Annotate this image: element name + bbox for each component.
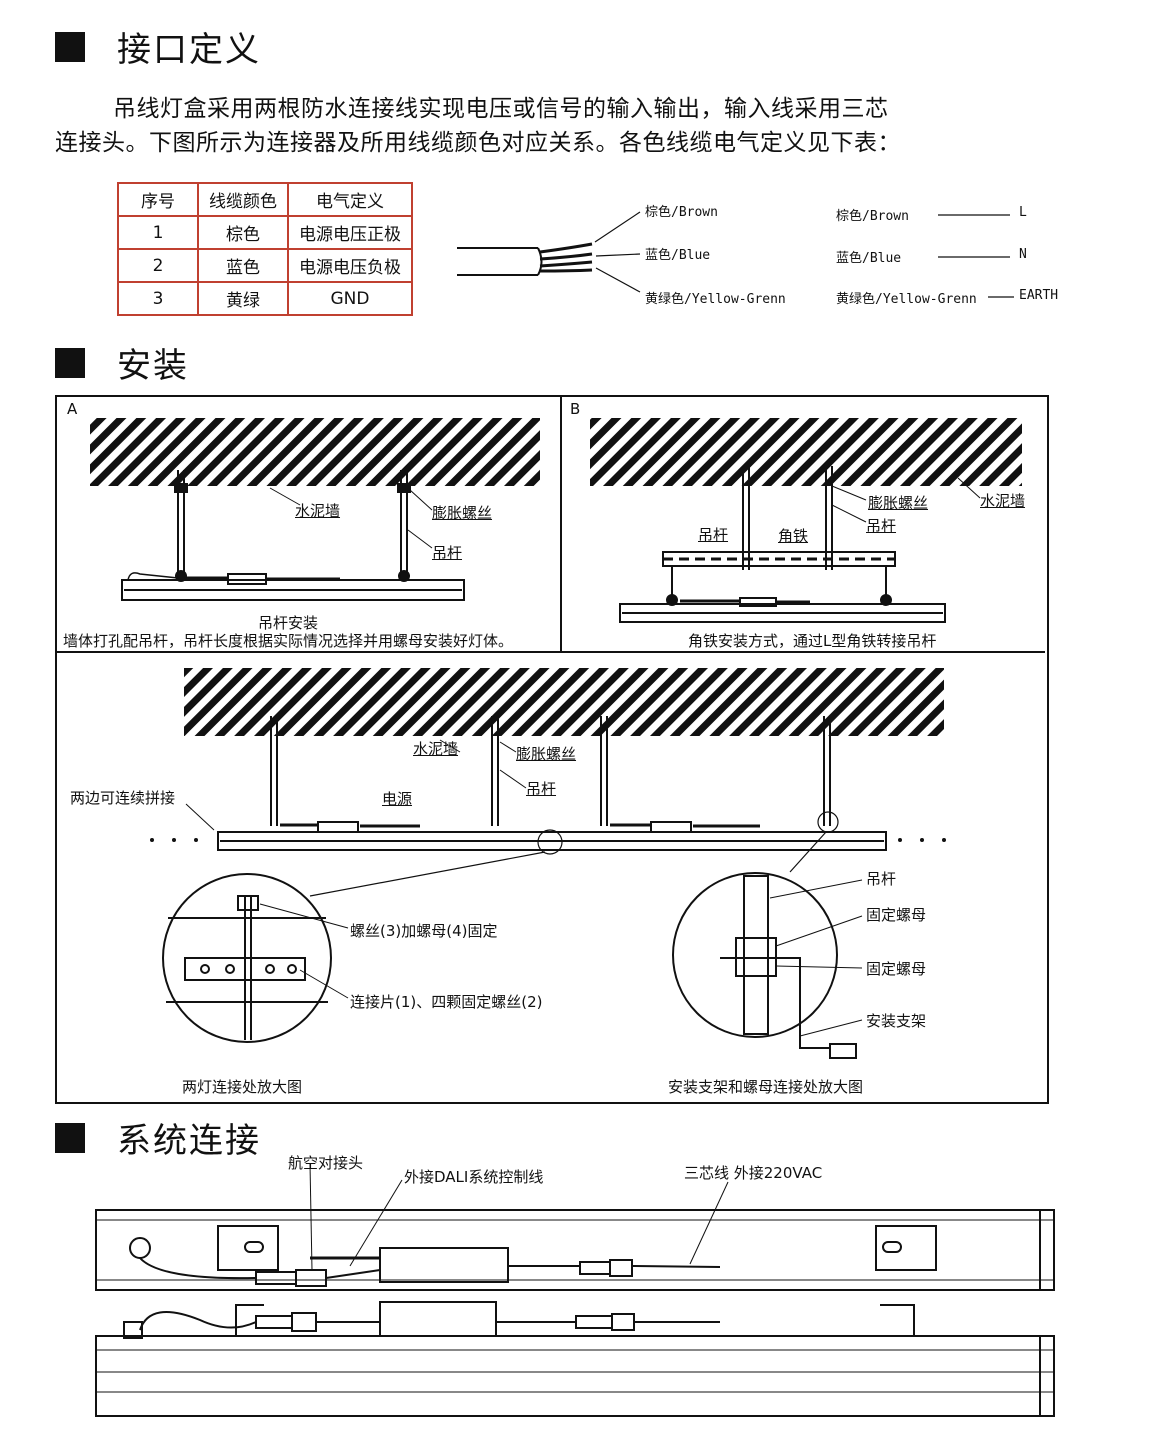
intro-line: 连接头。下图所示为连接器及所用线缆颜色对应关系。各色线缆电气定义见下表：	[55, 130, 901, 156]
section-title: 接口定义	[117, 30, 261, 70]
table-header-cell: 线缆颜色	[197, 182, 289, 217]
panel-b-frame	[562, 395, 1045, 653]
panel-caption: 墙体打孔配吊杆，吊杆长度根据实际情况选择并用螺母安装好灯体。	[63, 632, 514, 650]
table-cell: 2	[117, 248, 199, 283]
table-cell: 蓝色	[197, 248, 289, 283]
table-cell: 电源电压负极	[287, 248, 413, 283]
section-system-heading: 系统连接	[55, 1113, 261, 1162]
bullet-square-icon	[55, 31, 85, 62]
install-frame	[55, 395, 1049, 1104]
plate-label: 连接片(1)、四颗固定螺丝(2)	[350, 993, 543, 1011]
table-row: 2 蓝色 电源电压负极	[117, 248, 413, 283]
system-fixture-bottom	[95, 1301, 1055, 1417]
table-cell: GND	[287, 281, 413, 316]
table-cell: 棕色	[197, 215, 289, 250]
splice-label: 两边可连续拼接	[70, 789, 176, 807]
bolt-label: 膨胀螺丝	[432, 504, 493, 522]
cable-illustration	[457, 211, 1014, 298]
section-title: 安装	[117, 346, 189, 386]
screw-label: 螺丝(3)加螺母(4)固定	[350, 922, 498, 940]
bullet-square-icon	[55, 347, 85, 378]
wall-label: 水泥墙	[980, 492, 1026, 510]
mains-line-label: 三芯线 外接220VAC	[684, 1164, 823, 1182]
table-row: 1 棕色 电源电压正极	[117, 215, 413, 250]
rod-label: 吊杆	[866, 517, 897, 535]
table-cell: 电源电压正极	[287, 215, 413, 250]
section-install-heading: 安装	[55, 338, 189, 387]
panel-letter: A	[67, 400, 78, 418]
wire-label: 蓝色/Blue	[645, 248, 711, 263]
rod-label: 吊杆	[698, 526, 729, 544]
panel-letter: B	[570, 400, 581, 418]
intro-paragraph: 吊线灯盒采用两根防水连接线实现电压或信号的输入输出，输入线采用三芯 连接头。下图…	[55, 92, 1115, 160]
table-cell: 黄绿	[197, 281, 289, 316]
detail-caption: 安装支架和螺母连接处放大图	[668, 1078, 864, 1096]
rod-label: 吊杆	[432, 544, 463, 562]
table-cell: 3	[117, 281, 199, 316]
rod-label: 吊杆	[526, 780, 557, 798]
dali-line-label: 外接DALI系统控制线	[404, 1168, 544, 1186]
bracket-label: 安装支架	[866, 1012, 927, 1030]
mapping-wire: 黄绿色/Yellow-Grenn	[836, 292, 977, 307]
rod-label: 吊杆	[866, 870, 897, 888]
table-header-row: 序号 线缆颜色 电气定义	[117, 182, 413, 217]
angle-iron-label: 角铁	[778, 527, 809, 545]
mapping-signal: L	[1019, 205, 1027, 220]
panel-caption: 角铁安装方式，通过L型角铁转接吊杆	[688, 632, 937, 650]
intro-line: 吊线灯盒采用两根防水连接线实现电压或信号的输入输出，输入线采用三芯	[113, 96, 889, 122]
aviation-connector-label: 航空对接头	[288, 1154, 364, 1172]
panel-a-frame	[55, 395, 562, 653]
power-supply-label: 电源	[382, 790, 413, 808]
nut-label: 固定螺母	[866, 906, 927, 924]
bullet-square-icon	[55, 1122, 85, 1153]
bolt-label: 膨胀螺丝	[516, 745, 577, 763]
mapping-wire: 棕色/Brown	[836, 209, 909, 224]
wall-label: 水泥墙	[295, 502, 341, 520]
cable-definition-table: 序号 线缆颜色 电气定义 1 棕色 电源电压正极 2 蓝色 电源电压负极 3 黄…	[117, 182, 413, 316]
table-cell: 1	[117, 215, 199, 250]
detail-caption: 两灯连接处放大图	[182, 1078, 303, 1096]
nut-label: 固定螺母	[866, 960, 927, 978]
panel-caption: 吊杆安装	[258, 614, 319, 632]
mapping-signal: N	[1019, 247, 1027, 262]
wire-label: 黄绿色/Yellow-Grenn	[645, 292, 786, 307]
section-interface-heading: 接口定义	[55, 22, 261, 71]
table-header-cell: 序号	[117, 182, 199, 217]
mapping-signal: EARTH	[1019, 288, 1059, 303]
table-header-cell: 电气定义	[287, 182, 413, 217]
section-title: 系统连接	[117, 1121, 261, 1161]
wall-label: 水泥墙	[413, 740, 459, 758]
mapping-wire: 蓝色/Blue	[836, 251, 902, 266]
table-row: 3 黄绿 GND	[117, 281, 413, 316]
system-fixture-top	[95, 1163, 1055, 1291]
bolt-label: 膨胀螺丝	[868, 494, 929, 512]
wire-label: 棕色/Brown	[645, 205, 718, 220]
